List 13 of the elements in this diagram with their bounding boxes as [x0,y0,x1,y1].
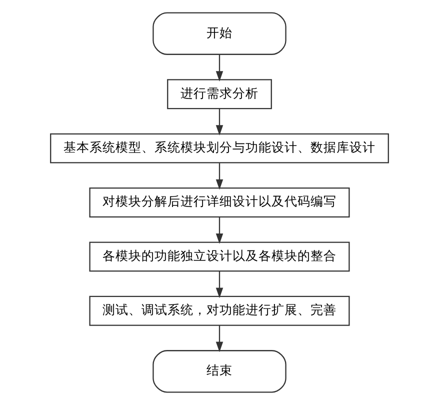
node-box: 结束 [152,350,286,393]
node-box: 基本系统模型、系统模块划分与功能设计、数据库设计 [50,133,388,164]
arrow [215,108,223,136]
node-box: 进行需求分析 [166,79,272,110]
arrow [215,217,223,244]
node-box: 对模块分解后进行详细设计以及代码编写 [88,188,350,218]
node-box: 开始 [152,12,286,55]
arrow [215,163,223,190]
arrow [215,54,223,82]
arrow [215,326,223,352]
node-box: 测试、调试系统，对功能进行扩展、完善 [88,296,350,326]
arrow [215,271,223,298]
node-box: 各模块的功能独立设计以及各模块的整合 [88,242,350,272]
